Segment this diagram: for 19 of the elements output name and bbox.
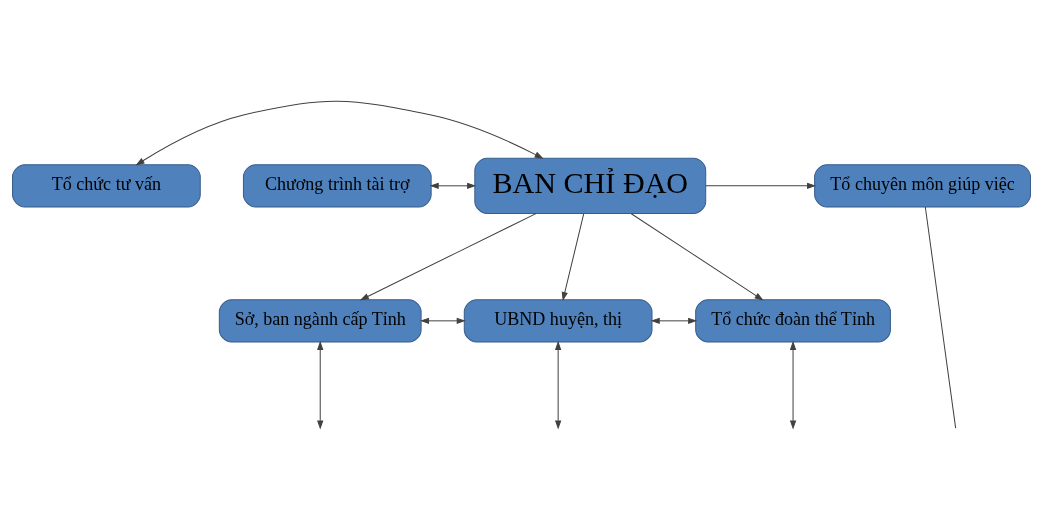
- node-box: Tổ chuyên môn giúp việc: [814, 164, 1031, 208]
- arrow: [421, 317, 465, 324]
- arrow: [430, 182, 476, 189]
- arrow: [705, 182, 816, 189]
- arrow: [790, 341, 796, 429]
- arrow: [136, 100, 543, 166]
- arrow: [651, 317, 697, 324]
- arrow: [561, 213, 585, 300]
- node-box: Tổ chức tư vấn: [12, 164, 201, 208]
- node-box: Tổ chức đoàn thể Tỉnh: [695, 299, 891, 343]
- arrow: [630, 213, 763, 301]
- arrow: [317, 341, 324, 429]
- connector: [924, 206, 957, 429]
- node-box: UBND huyện, thị: [463, 299, 653, 343]
- node-box: BAN CHỈ ĐẠO: [474, 157, 707, 214]
- node-box: Sở, ban ngành cấp Tỉnh: [218, 299, 422, 343]
- arrow: [555, 341, 562, 429]
- arrow: [360, 213, 537, 301]
- node-box: Chương trình tài trợ: [242, 164, 432, 208]
